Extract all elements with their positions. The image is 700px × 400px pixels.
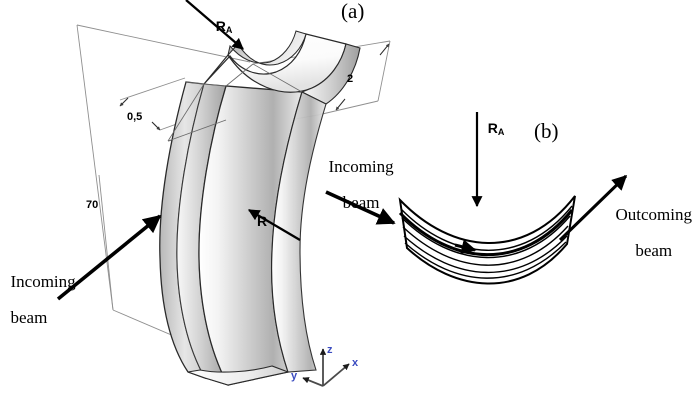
- dimension-length-label: 70: [86, 199, 99, 211]
- dimension-thickness-arrows: [119, 97, 161, 131]
- radius-axial-label-a: RA: [215, 17, 233, 35]
- outcoming-beam-label-b: Outcoming beam: [615, 204, 693, 260]
- multilayer-line-2: [401, 215, 571, 259]
- incoming-beam-label-b: Incoming beam: [328, 156, 394, 212]
- axis-y-label: y: [291, 370, 298, 382]
- axis-z-label: z: [327, 344, 333, 356]
- axis-x-arrow: [322, 363, 350, 387]
- axis-y-arrow: [302, 377, 324, 387]
- panel-b-multilayer-stack: [398, 195, 576, 285]
- dimension-width-arrows: [335, 43, 390, 111]
- beam-direction-arrowhead: [454, 239, 477, 255]
- radius-sagittal-label-a: R: [257, 213, 268, 229]
- axis-x-label: x: [352, 357, 359, 369]
- outcoming-beam-arrow-b: [558, 174, 628, 242]
- multilayer-line-5: [404, 241, 567, 279]
- mirror-crease-lines: [167, 63, 303, 142]
- incoming-beam-arrow-b: [325, 190, 396, 225]
- multilayer-line-3: [402, 225, 569, 266]
- radius-axial-leader-a: [185, 0, 244, 50]
- panel-a-caption: (a): [341, 0, 365, 23]
- dimension-length-line: [98, 174, 114, 311]
- mirror-upper-right-flank: [300, 43, 361, 105]
- panel-b-caption: (b): [534, 119, 559, 143]
- mirror-right-body: [271, 91, 327, 373]
- curved-mirror-solid-3d: [159, 30, 361, 386]
- incoming-beam-arrow-a: [56, 214, 162, 301]
- mirror-bottom-face: [187, 365, 290, 386]
- radius-sagittal-leader-a: [248, 209, 301, 241]
- incoming-beam-label-a: Incoming beam: [10, 271, 76, 327]
- radius-axial-label-b: RA: [487, 119, 505, 137]
- dimension-thickness-label: 0,5: [127, 111, 143, 123]
- dimension-width-label: 2: [347, 73, 354, 85]
- coordinate-axes-triad: [302, 348, 350, 387]
- multilayer-line-1: [400, 205, 573, 251]
- mirror-top-lip-band: [227, 30, 307, 66]
- beam-path-inside-multilayer: [398, 209, 574, 257]
- multilayer-outline: [398, 195, 576, 285]
- multilayer-line-4: [403, 235, 568, 274]
